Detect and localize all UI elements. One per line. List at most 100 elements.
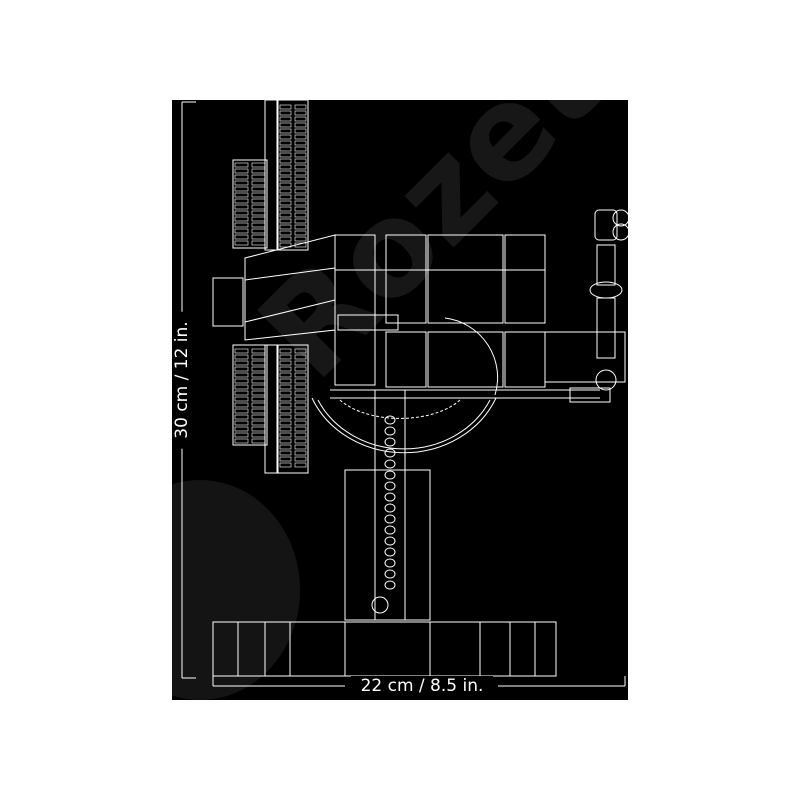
solar-cell: [294, 414, 307, 420]
solar-cell: [294, 218, 307, 224]
solar-cell: [294, 438, 307, 444]
solar-cell: [294, 462, 307, 468]
solar-cell: [294, 426, 307, 432]
solar-cell: [294, 432, 307, 438]
solar-cell: [279, 432, 292, 438]
solar-cell: [294, 104, 307, 110]
solar-cell: [294, 366, 307, 372]
solar-cell: [279, 122, 292, 128]
solar-cell: [294, 390, 307, 396]
solar-cell: [251, 174, 266, 180]
solar-cell: [294, 224, 307, 230]
solar-cell: [279, 230, 292, 236]
solar-cell: [279, 396, 292, 402]
solar-cell: [294, 140, 307, 146]
solar-cell: [234, 408, 249, 414]
rotating-mount-disc: [311, 317, 499, 454]
solar-cell: [234, 390, 249, 396]
solar-cell: [251, 192, 266, 198]
solar-cell: [279, 366, 292, 372]
solar-cell: [279, 134, 292, 140]
solar-cell: [294, 456, 307, 462]
width-dimension-label: 22 cm / 8.5 in.: [350, 676, 494, 696]
solar-cell: [294, 212, 307, 218]
solar-cell: [294, 146, 307, 152]
stud: [384, 569, 396, 579]
solar-cell: [294, 128, 307, 134]
solar-cell: [251, 228, 266, 234]
solar-cell: [234, 420, 249, 426]
solar-cell: [251, 198, 266, 204]
solar-cell: [279, 426, 292, 432]
height-dimension-line: [181, 101, 196, 679]
solar-cell: [279, 218, 292, 224]
solar-cell: [279, 200, 292, 206]
solar-cell: [294, 354, 307, 360]
solar-cell: [294, 182, 307, 188]
solar-cell: [279, 164, 292, 170]
solar-cell: [234, 210, 249, 216]
solar-cell: [279, 236, 292, 242]
solar-cell: [294, 200, 307, 206]
solar-cell: [251, 354, 266, 360]
solar-cell: [251, 168, 266, 174]
solar-cell: [234, 240, 249, 246]
solar-cell: [234, 162, 249, 168]
solar-cell: [234, 396, 249, 402]
solar-cell: [251, 180, 266, 186]
solar-cell: [294, 450, 307, 456]
solar-cell: [279, 206, 292, 212]
solar-panel-lower: [232, 344, 309, 474]
solar-cell: [279, 378, 292, 384]
solar-cell: [294, 372, 307, 378]
solar-cell: [234, 438, 249, 444]
solar-cell: [251, 222, 266, 228]
solar-cell: [294, 134, 307, 140]
solar-panel-upper: [232, 99, 309, 251]
solar-cell: [234, 384, 249, 390]
solar-cell: [294, 188, 307, 194]
solar-cell: [234, 204, 249, 210]
solar-cell: [251, 390, 266, 396]
solar-cell: [251, 384, 266, 390]
solar-cell: [251, 402, 266, 408]
solar-cell: [279, 110, 292, 116]
solar-cell: [279, 450, 292, 456]
solar-cell: [251, 372, 266, 378]
solar-cell: [294, 378, 307, 384]
solar-cell: [251, 414, 266, 420]
solar-cell: [234, 234, 249, 240]
solar-cell: [234, 222, 249, 228]
solar-cell: [251, 234, 266, 240]
solar-cell: [279, 420, 292, 426]
solar-cell: [251, 360, 266, 366]
solar-cell: [279, 182, 292, 188]
solar-cell: [279, 242, 292, 248]
solar-cell: [234, 192, 249, 198]
solar-cell: [279, 212, 292, 218]
solar-cell: [279, 176, 292, 182]
solar-cell: [294, 170, 307, 176]
solar-cell: [234, 348, 249, 354]
solar-cell: [279, 170, 292, 176]
solar-cell: [251, 240, 266, 246]
solar-cell: [294, 116, 307, 122]
solar-cell: [294, 152, 307, 158]
stud: [384, 470, 396, 480]
solar-cell: [251, 438, 266, 444]
solar-cell: [294, 236, 307, 242]
stud: [384, 437, 396, 447]
solar-cell: [251, 348, 266, 354]
width-dimension-line: [212, 676, 626, 687]
solar-cell: [294, 402, 307, 408]
solar-cell: [234, 414, 249, 420]
stud: [384, 536, 396, 546]
solar-cell: [294, 420, 307, 426]
solar-cell: [234, 360, 249, 366]
stud: [384, 492, 396, 502]
solar-cell: [234, 198, 249, 204]
stud: [384, 580, 396, 590]
watermark-logo-circle: [100, 480, 300, 700]
solar-cell: [279, 456, 292, 462]
